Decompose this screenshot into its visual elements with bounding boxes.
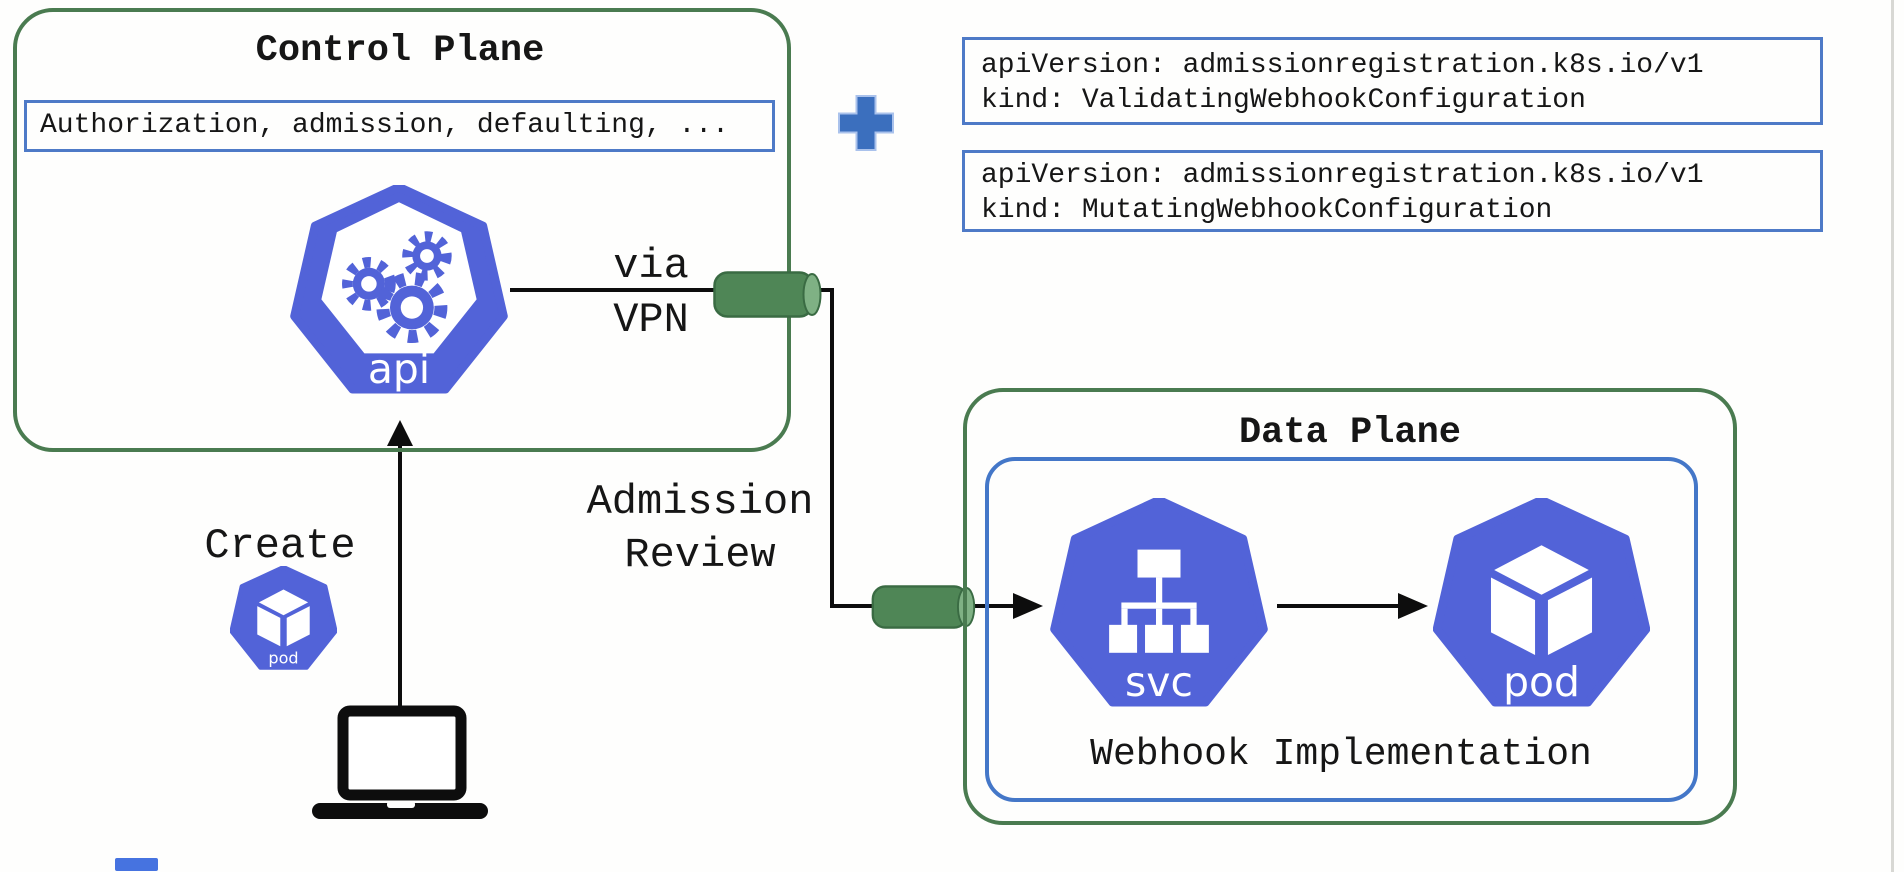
gears-glyph	[342, 231, 452, 344]
admission-review-label-line2: Review	[624, 531, 776, 579]
laptop-to-api-line	[398, 444, 402, 710]
cube-glyph	[1490, 545, 1593, 655]
control-plane-box	[13, 8, 791, 452]
create-label: Create	[204, 522, 356, 570]
validating-config-line2: kind: ValidatingWebhookConfiguration	[981, 85, 1586, 116]
mutating-config-line1: apiVersion: admissionregistration.k8s.io…	[981, 160, 1704, 191]
pod-small-icon-label: pod	[268, 648, 298, 667]
webhook-implementation-box	[985, 457, 1698, 802]
svc-to-pod-line	[1277, 604, 1400, 608]
svc-icon-label: svc	[1125, 658, 1193, 706]
pod-icon-label: pod	[1503, 658, 1580, 706]
admission-review-label-line1: Admission	[586, 478, 814, 526]
pod-icon-small: pod	[229, 564, 338, 673]
data-plane-box	[963, 388, 1737, 825]
pod-icon: pod	[1432, 495, 1651, 713]
data-plane-title: Data Plane	[1238, 412, 1462, 454]
svc-icon: svc	[1047, 495, 1271, 713]
arrowhead-into-api	[387, 420, 413, 446]
window-edge-line	[1891, 0, 1894, 872]
tunnel-down-line	[830, 288, 834, 608]
video-progress-chip	[115, 858, 158, 871]
laptop-icon	[310, 705, 490, 823]
admission-pipeline-label: Authorization, admission, defaulting, ..…	[40, 110, 729, 141]
validating-webhook-config-box: apiVersion: admissionregistration.k8s.io…	[962, 37, 1823, 125]
mutating-webhook-config-box: apiVersion: admissionregistration.k8s.io…	[962, 150, 1823, 232]
via-label: via	[613, 242, 689, 290]
control-plane-title: Control Plane	[255, 30, 545, 72]
vpn-label: VPN	[613, 296, 689, 344]
validating-config-line1: apiVersion: admissionregistration.k8s.io…	[981, 50, 1704, 81]
vpn-tunnel-cylinder-1	[713, 271, 823, 318]
api-to-tunnel-line	[510, 288, 834, 292]
arrowhead-into-svc	[1013, 593, 1043, 619]
service-tree-glyph	[1109, 549, 1209, 653]
webhook-implementation-label: Webhook Implementation	[1090, 733, 1592, 776]
admission-pipeline-box: Authorization, admission, defaulting, ..…	[24, 100, 775, 152]
kubernetes-api-icon: api	[287, 182, 511, 400]
cube-glyph	[257, 589, 310, 647]
plus-icon	[838, 95, 894, 151]
api-icon-label: api	[368, 345, 430, 393]
arrowhead-into-pod	[1398, 593, 1428, 619]
mutating-config-line2: kind: MutatingWebhookConfiguration	[981, 195, 1553, 226]
